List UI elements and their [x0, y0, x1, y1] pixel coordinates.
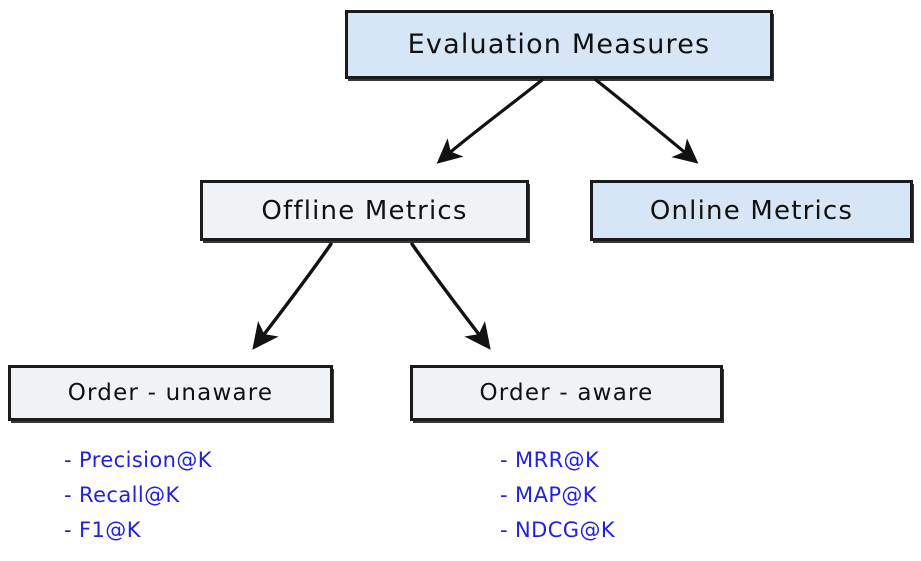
metric-list-order-aware: - MRR@K - MAP@K - NDCG@K	[500, 443, 615, 548]
list-item: - NDCG@K	[500, 518, 616, 542]
list-item: - F1@K	[64, 518, 141, 542]
node-evaluation-measures[interactable]: Evaluation Measures	[345, 10, 773, 79]
node-online-metrics[interactable]: Online Metrics	[590, 180, 913, 241]
node-offline-metrics-label: Offline Metrics	[261, 195, 468, 226]
node-order-unaware-label: Order - unaware	[67, 380, 274, 406]
node-order-aware[interactable]: Order - aware	[410, 365, 723, 421]
list-item: - MRR@K	[500, 448, 600, 472]
list-item: - MAP@K	[500, 483, 597, 507]
metric-list-order-unaware: - Precision@K - Recall@K - F1@K	[64, 443, 212, 548]
edge-root-to-online	[594, 78, 699, 164]
list-item: - Recall@K	[64, 483, 180, 507]
edge-root-to-offline	[436, 78, 544, 164]
node-evaluation-measures-label: Evaluation Measures	[407, 29, 711, 60]
node-offline-metrics[interactable]: Offline Metrics	[200, 180, 529, 241]
node-online-metrics-label: Online Metrics	[649, 195, 854, 226]
list-item: - Precision@K	[64, 448, 212, 472]
edge-offline-to-order-aware	[410, 242, 491, 350]
node-order-unaware[interactable]: Order - unaware	[8, 365, 333, 421]
edge-offline-to-order-unaware	[252, 242, 333, 350]
node-order-aware-label: Order - aware	[479, 380, 654, 406]
